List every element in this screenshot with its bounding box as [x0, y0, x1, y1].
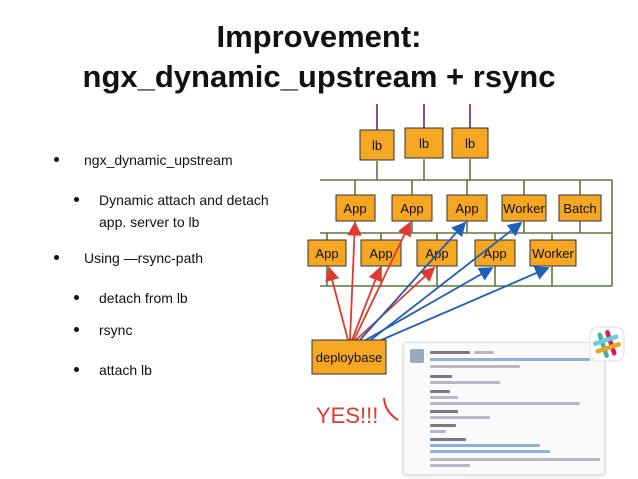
app-node: App — [307, 239, 347, 267]
bullet-dot — [54, 255, 59, 260]
app-node: App — [446, 194, 488, 222]
lb-uplinks — [376, 104, 471, 130]
slack-message-screenshot — [403, 342, 605, 475]
lb-node-label: lb — [372, 138, 382, 153]
bullet-dot — [74, 367, 79, 372]
batch-node-label: Batch — [563, 201, 596, 216]
app-node-label: App — [343, 201, 366, 216]
bullet-dot — [74, 295, 79, 300]
lb-node-label: lb — [419, 136, 429, 151]
blue-deploy-arrows — [359, 221, 550, 345]
app-node: App — [391, 194, 433, 222]
bullet-dot — [74, 197, 79, 202]
avatar — [410, 349, 424, 363]
lb-node: lb — [404, 127, 444, 159]
app-node-label: App — [315, 246, 338, 261]
app-node-label: App — [369, 246, 392, 261]
lb-node: lb — [451, 127, 489, 159]
deploybase-node-label: deploybase — [316, 350, 383, 365]
bullet-dynamic-attach: Dynamic attach and detach — [99, 192, 269, 208]
worker-node: Worker — [501, 194, 547, 222]
lb-node: lb — [359, 129, 395, 161]
worker-node: Worker — [529, 239, 577, 267]
worker-node-label: Worker — [532, 246, 574, 261]
bullet-dot — [74, 327, 79, 332]
app-node-label: App — [483, 246, 506, 261]
bullet-using-rsync-path: Using —rsync-path — [84, 250, 204, 266]
yes-pointer-arrow — [383, 397, 399, 421]
slide-title-line-1: Improvement: — [216, 19, 422, 54]
slide-title-line-2: ngx_dynamic_upstream + rsync — [82, 59, 556, 94]
yes-annotation: YES!!! — [316, 403, 379, 428]
app-node: App — [360, 239, 402, 267]
slack-logo-icon — [589, 326, 625, 362]
app-node-label: App — [455, 201, 478, 216]
deploybase-node: deploybase — [311, 339, 387, 375]
app-node: App — [335, 194, 376, 222]
bullet-attach-lb: attach lb — [99, 362, 152, 378]
bullet-rsync: rsync — [99, 322, 133, 338]
app-node-label: App — [400, 201, 423, 216]
red-deploy-arrows — [325, 221, 436, 341]
network-lines — [320, 159, 613, 287]
worker-node-label: Worker — [503, 201, 545, 216]
bullet-dynamic-attach-cont: app. server to lb — [99, 214, 200, 230]
bullet-detach-from-lb: detach from lb — [99, 290, 188, 306]
bullet-ngx-dynamic-upstream: ngx_dynamic_upstream — [84, 152, 233, 168]
lb-node-label: lb — [465, 136, 475, 151]
batch-node: Batch — [558, 194, 602, 222]
bullet-dot — [54, 157, 59, 162]
